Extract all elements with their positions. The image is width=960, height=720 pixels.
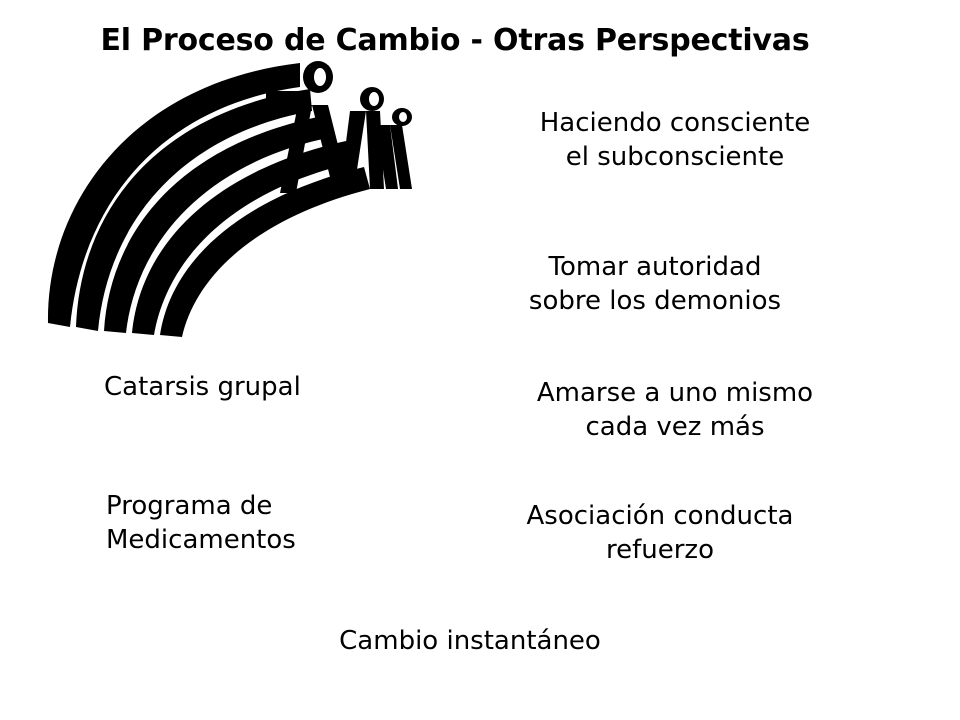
- item-line: Tomar autoridad: [548, 252, 762, 282]
- item-line: Catarsis grupal: [104, 372, 301, 402]
- people-rainbow-logo-icon: [47, 61, 412, 337]
- item-line: Programa de: [106, 491, 273, 521]
- item-catarsis: Catarsis grupal: [104, 370, 301, 404]
- item-line: cada vez más: [585, 412, 765, 442]
- item-subconsciente: Haciendo consciente el subconsciente: [500, 106, 850, 174]
- item-line: Haciendo consciente: [539, 108, 811, 138]
- item-line: Medicamentos: [106, 525, 296, 555]
- item-medicamentos: Programa de Medicamentos: [106, 489, 296, 557]
- item-line: Cambio instantáneo: [339, 626, 601, 656]
- item-line: el subconsciente: [565, 142, 785, 172]
- item-line: Asociación conducta: [526, 501, 794, 531]
- item-line: Amarse a uno mismo: [536, 378, 814, 408]
- item-line: refuerzo: [606, 535, 714, 565]
- item-amarse: Amarse a uno mismo cada vez más: [500, 376, 850, 444]
- item-cambio-instantaneo: Cambio instantáneo: [290, 624, 650, 658]
- item-asociacion: Asociación conducta refuerzo: [485, 499, 835, 567]
- item-autoridad: Tomar autoridad sobre los demonios: [480, 250, 830, 318]
- slide-title: El Proceso de Cambio - Otras Perspectiva…: [100, 23, 810, 58]
- item-line: sobre los demonios: [528, 286, 782, 316]
